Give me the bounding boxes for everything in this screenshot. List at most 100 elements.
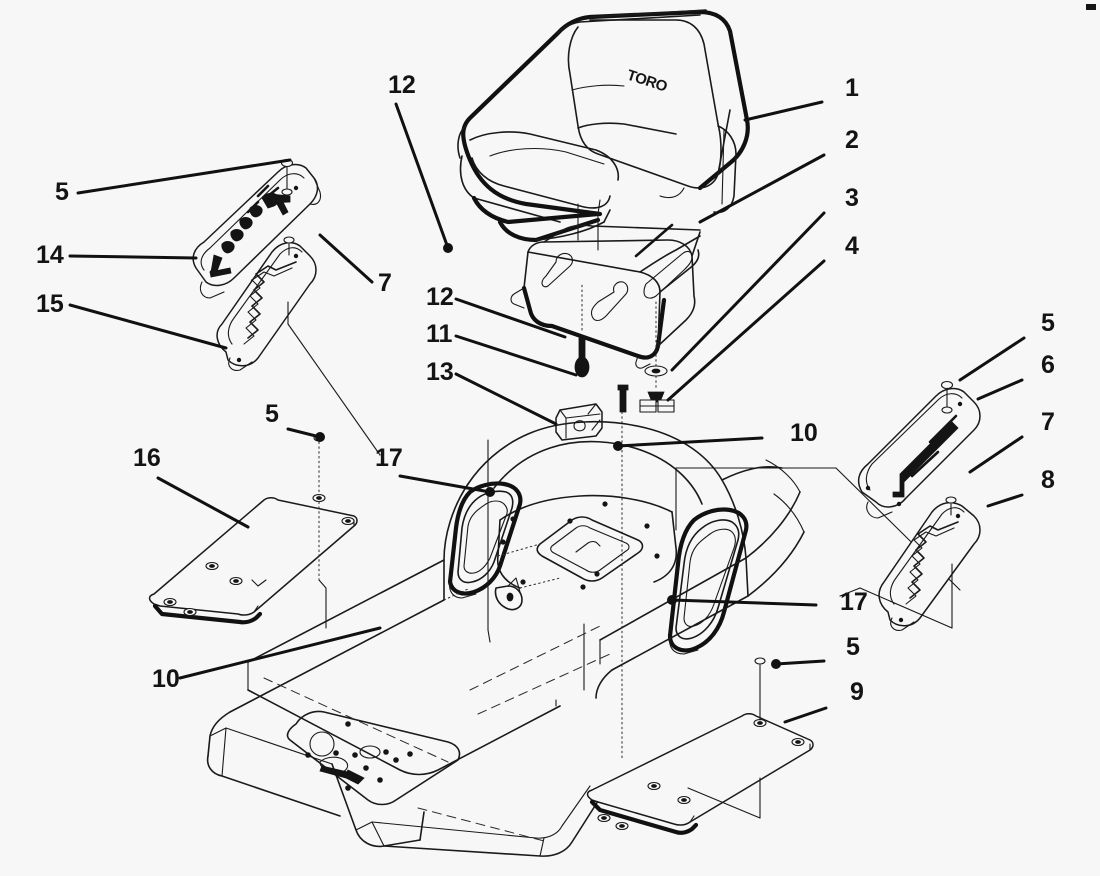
callout-number: 17 <box>840 588 868 616</box>
callout-14-left-footrest-pad: 14 <box>36 241 198 269</box>
callout-12-seat-stop-bumper: 12 <box>388 71 453 253</box>
callout-4-lock-washer: 4 <box>666 232 859 402</box>
callout-7-screw-hardware-right: 7 <box>968 408 1055 474</box>
callout-number: 10 <box>152 665 180 693</box>
toro-logo: TORO <box>625 67 670 96</box>
callout-leader-dot <box>613 441 623 451</box>
callout-leader-line <box>68 303 228 350</box>
callout-number: 3 <box>845 184 859 212</box>
callout-5-self-tapping-screw: 5 <box>771 633 860 669</box>
callout-number: 5 <box>265 400 279 428</box>
callout-number: 12 <box>426 283 454 311</box>
callout-leader-line <box>394 102 450 250</box>
right-footrest-pad-body <box>857 387 981 508</box>
part-right-side-trim-plate <box>586 657 814 835</box>
carriage-bolt-head <box>617 384 629 391</box>
left-trim-plate-body <box>148 497 358 616</box>
part-right-step-plate <box>839 496 981 631</box>
callout-number: 17 <box>375 444 403 472</box>
callout-leader-line <box>286 427 322 439</box>
callout-5-self-tapping-screw: 5 <box>265 400 325 442</box>
callout-10-fender-body: 10 <box>152 626 382 693</box>
callout-leader-line <box>318 233 374 284</box>
callout-leader-line <box>670 598 818 607</box>
callout-number: 2 <box>845 126 859 154</box>
callout-leader-line <box>616 436 764 448</box>
callout-leader-line <box>178 626 382 680</box>
part-left-step-plate <box>216 236 381 456</box>
callout-leader-line <box>986 493 1024 508</box>
callout-leader-line <box>743 100 824 122</box>
footrest-opening-left <box>447 481 523 599</box>
callout-leader-dot <box>485 487 495 497</box>
callout-number: 10 <box>790 419 818 447</box>
callout-17-footrest-mat: 17 <box>667 588 868 616</box>
part-left-side-trim-plate <box>148 434 358 629</box>
callout-10-fender-body: 10 <box>613 419 818 451</box>
trim-plate-left-holes <box>163 493 355 617</box>
corner-registration-mark <box>1086 0 1096 10</box>
toro-logo-text: TORO <box>625 67 670 96</box>
callout-leader-dot <box>443 243 453 253</box>
callout-leader-line <box>454 297 567 339</box>
callout-number: 14 <box>36 241 64 269</box>
callout-number: 5 <box>55 178 69 206</box>
callout-7-screw-hardware-left: 7 <box>318 233 392 297</box>
callout-8-right-step-plate: 8 <box>986 466 1055 508</box>
callout-leader-dot <box>771 659 781 669</box>
callout-leader-line <box>76 158 292 195</box>
callout-leader-line <box>670 211 826 372</box>
callout-number: 7 <box>378 269 392 297</box>
callout-1-seat-assembly: 1 <box>743 74 859 122</box>
right-step-plate-body <box>878 501 981 627</box>
screw-left-trim <box>313 434 325 496</box>
callout-13-seat-latch-bracket: 13 <box>426 358 558 426</box>
callout-leader-line <box>156 476 250 529</box>
callout-12-seat-stop-bumper: 12 <box>426 283 567 339</box>
callout-number: 11 <box>426 320 453 348</box>
screw-right-trim <box>754 657 766 721</box>
callout-leader-dot <box>667 595 677 605</box>
hardware-group <box>555 281 675 541</box>
callout-number: 8 <box>1041 466 1055 494</box>
seat-stop-bumper-shank <box>578 337 586 361</box>
callout-number: 4 <box>845 232 859 260</box>
callout-leader-line <box>698 153 826 224</box>
callout-leader-line <box>976 378 1024 401</box>
callout-16-left-side-trim-plate: 16 <box>133 444 250 529</box>
screw-left-step <box>283 236 295 256</box>
callout-leader-line <box>783 706 828 724</box>
right-trim-plate-body <box>586 713 814 826</box>
callout-2-seat-pan-bracket: 2 <box>698 126 859 224</box>
callout-5-self-tapping-screw: 5 <box>958 309 1055 382</box>
callout-number: 5 <box>1041 309 1055 337</box>
callout-leader-line <box>454 334 578 377</box>
callout-5-self-tapping-screw: 5 <box>55 158 292 206</box>
callout-number: 7 <box>1041 408 1055 436</box>
callout-number: 1 <box>845 74 859 102</box>
part-seat-pan-bracket <box>510 203 701 369</box>
callout-number: 12 <box>388 71 416 99</box>
callout-number: 16 <box>133 444 161 472</box>
trim-plate-right-holes <box>597 718 805 831</box>
callout-number: 13 <box>426 358 454 386</box>
part-right-footrest-pad <box>857 380 981 519</box>
callout-leader-line <box>454 372 558 426</box>
callout-leader-line <box>958 336 1026 382</box>
screw-right-pad <box>940 380 954 414</box>
lock-washer-hole <box>651 368 661 374</box>
part-left-footrest-pad <box>192 158 322 299</box>
footrest-opening-right <box>667 507 749 655</box>
callout-leader-line <box>774 659 826 666</box>
callout-number: 6 <box>1041 351 1055 379</box>
part-seat-assembly: TORO <box>457 9 750 243</box>
callout-leader-line <box>68 254 198 260</box>
callout-6-right-footrest-pad: 6 <box>976 351 1055 401</box>
callout-leader-line <box>968 435 1024 474</box>
callout-9-right-side-trim-plate: 9 <box>783 678 864 724</box>
callout-number: 15 <box>36 290 64 318</box>
callout-number: 9 <box>850 678 864 706</box>
screw-right-step <box>945 496 957 516</box>
